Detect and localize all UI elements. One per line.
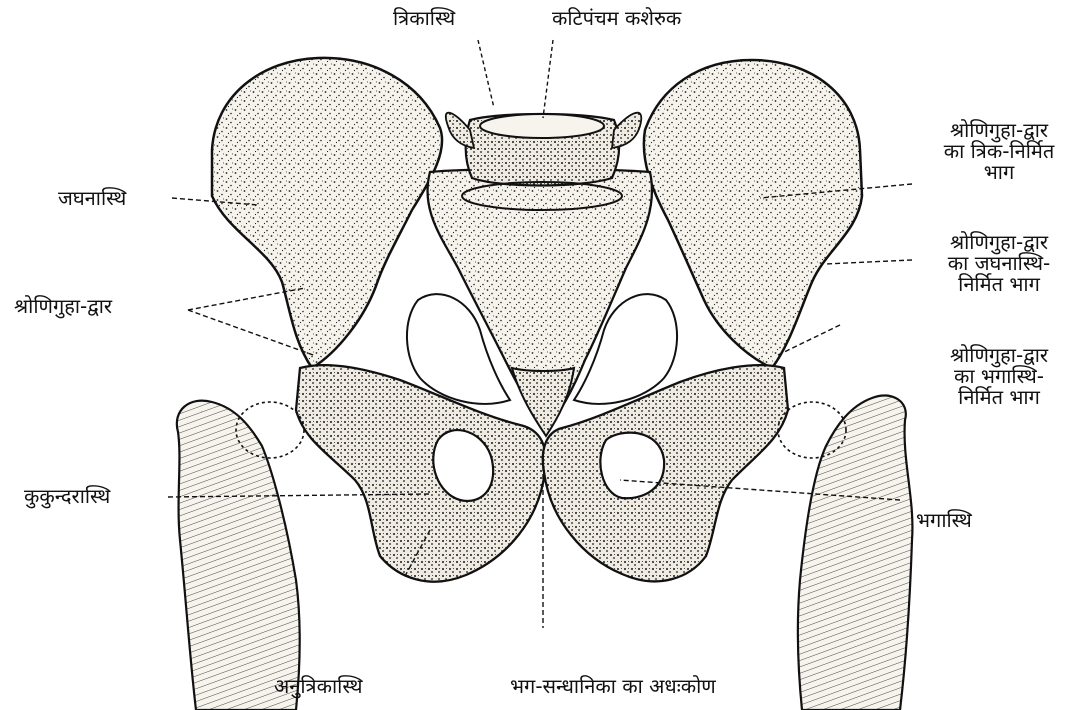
leader-sacrum <box>478 40 494 108</box>
label-sacrum: त्रिकास्थि <box>393 8 455 29</box>
label-inlet-pubic-line-1: श्रोणिगुहा-द्वार <box>918 345 1080 366</box>
label-pelvic-inlet: श्रोणिगुहा-द्वार <box>14 296 112 317</box>
l5-right-process <box>612 113 641 148</box>
label-pubic-arch: भग-सन्धानिका का अधःकोण <box>510 676 716 697</box>
left-femur <box>177 401 300 710</box>
label-coccyx: अनुत्रिकास्थि <box>274 676 362 697</box>
label-inlet-iliac-line-3: निर्मित भाग <box>918 274 1080 295</box>
label-inlet-pubic: श्रोणिगुहा-द्वार का भगास्थि- निर्मित भाग <box>918 345 1080 408</box>
right-obturator-foramen <box>600 433 664 499</box>
label-inlet-sacral-line-2: का त्रिक-निर्मित <box>918 141 1080 162</box>
label-inlet-sacral-line-1: श्रोणिगुहा-द्वार <box>918 120 1080 141</box>
label-inlet-iliac-line-2: का जघनास्थि- <box>918 253 1080 274</box>
label-inlet-sacral-line-3: भाग <box>918 162 1080 183</box>
label-ilium: जघनास्थि <box>58 188 126 209</box>
label-inlet-sacral: श्रोणिगुहा-द्वार का त्रिक-निर्मित भाग <box>918 120 1080 183</box>
label-inlet-pubic-line-3: निर्मित भाग <box>918 387 1080 408</box>
label-inlet-iliac: श्रोणिगुहा-द्वार का जघनास्थि- निर्मित भा… <box>918 232 1080 295</box>
label-inlet-iliac-line-1: श्रोणिगुहा-द्वार <box>918 232 1080 253</box>
label-inlet-pubic-line-2: का भगास्थि- <box>918 366 1080 387</box>
label-pubis: भगास्थि <box>916 510 972 531</box>
label-l5-vertebra: कटिपंचम कशेरुक <box>552 8 681 29</box>
l5-left-process <box>446 113 474 148</box>
leader-l5 <box>543 40 553 118</box>
leader-inlet-iliac <box>826 260 912 264</box>
label-femur: कुकुन्दरास्थि <box>24 486 110 507</box>
l5-body-top <box>480 114 604 138</box>
right-femur <box>798 395 913 710</box>
